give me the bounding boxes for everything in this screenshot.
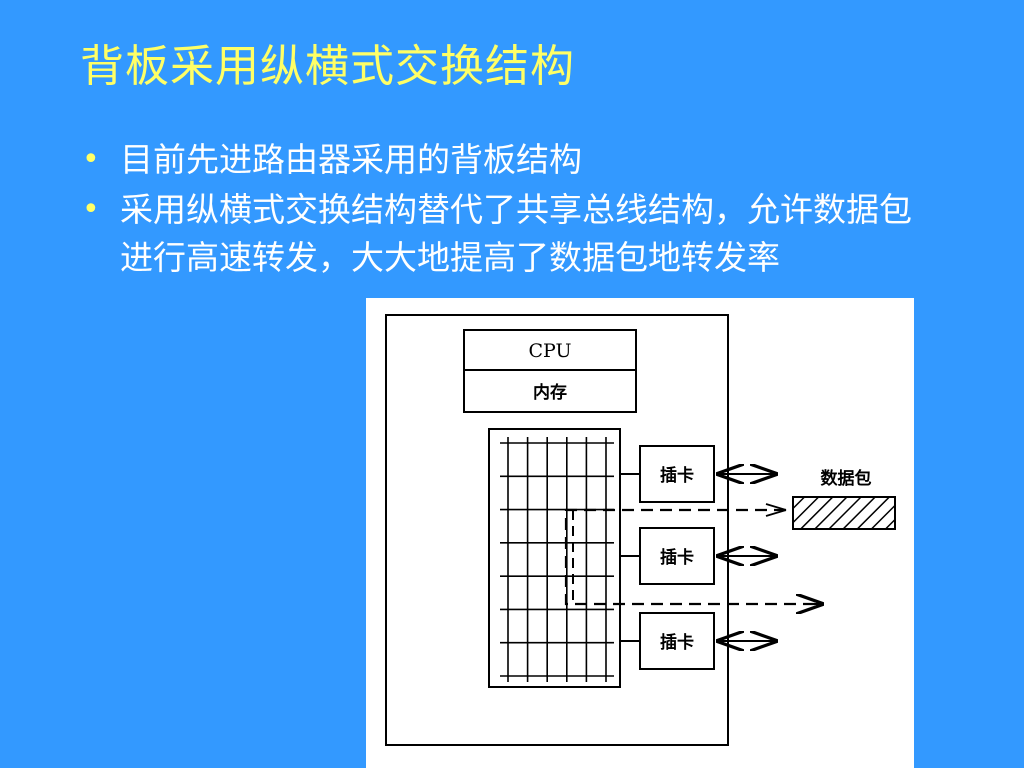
slide-title: 背板采用纵横式交换结构 [80, 41, 575, 92]
bullet-item: • 采用纵横式交换结构替代了共享总线结构，允许数据包进行高速转发，大大地提高了数… [82, 186, 922, 282]
line-card-3-label: 插卡 [660, 632, 694, 653]
crossbar-diagram: CPU 内存 插卡 插卡 插卡 数据包 [366, 298, 914, 768]
line-card-2-label: 插卡 [660, 547, 694, 568]
bullet-list: • 目前先进路由器采用的背板结构 • 采用纵横式交换结构替代了共享总线结构，允许… [82, 136, 922, 284]
memory-label: 内存 [533, 382, 567, 403]
packet-path-in [564, 508, 816, 606]
cpu-label: CPU [528, 340, 571, 362]
packet-path-in-arrowhead [765, 503, 787, 517]
bullet-text: 采用纵横式交换结构替代了共享总线结构，允许数据包进行高速转发，大大地提高了数据包… [120, 190, 912, 277]
line-card-1-label: 插卡 [660, 465, 694, 486]
packet-block [792, 496, 896, 530]
crossbar-fabric [488, 428, 621, 688]
bullet-marker: • [82, 142, 100, 177]
bullet-item: • 目前先进路由器采用的背板结构 [82, 136, 922, 184]
bullet-text: 目前先进路由器采用的背板结构 [120, 140, 582, 179]
memory-box [463, 369, 637, 413]
crossbar-grid [500, 437, 614, 682]
bullet-marker: • [82, 192, 100, 227]
packet-label: 数据包 [821, 468, 872, 489]
router-chassis [385, 314, 729, 746]
crossbar-diagram-svg: CPU 内存 插卡 插卡 插卡 数据包 [385, 314, 896, 746]
